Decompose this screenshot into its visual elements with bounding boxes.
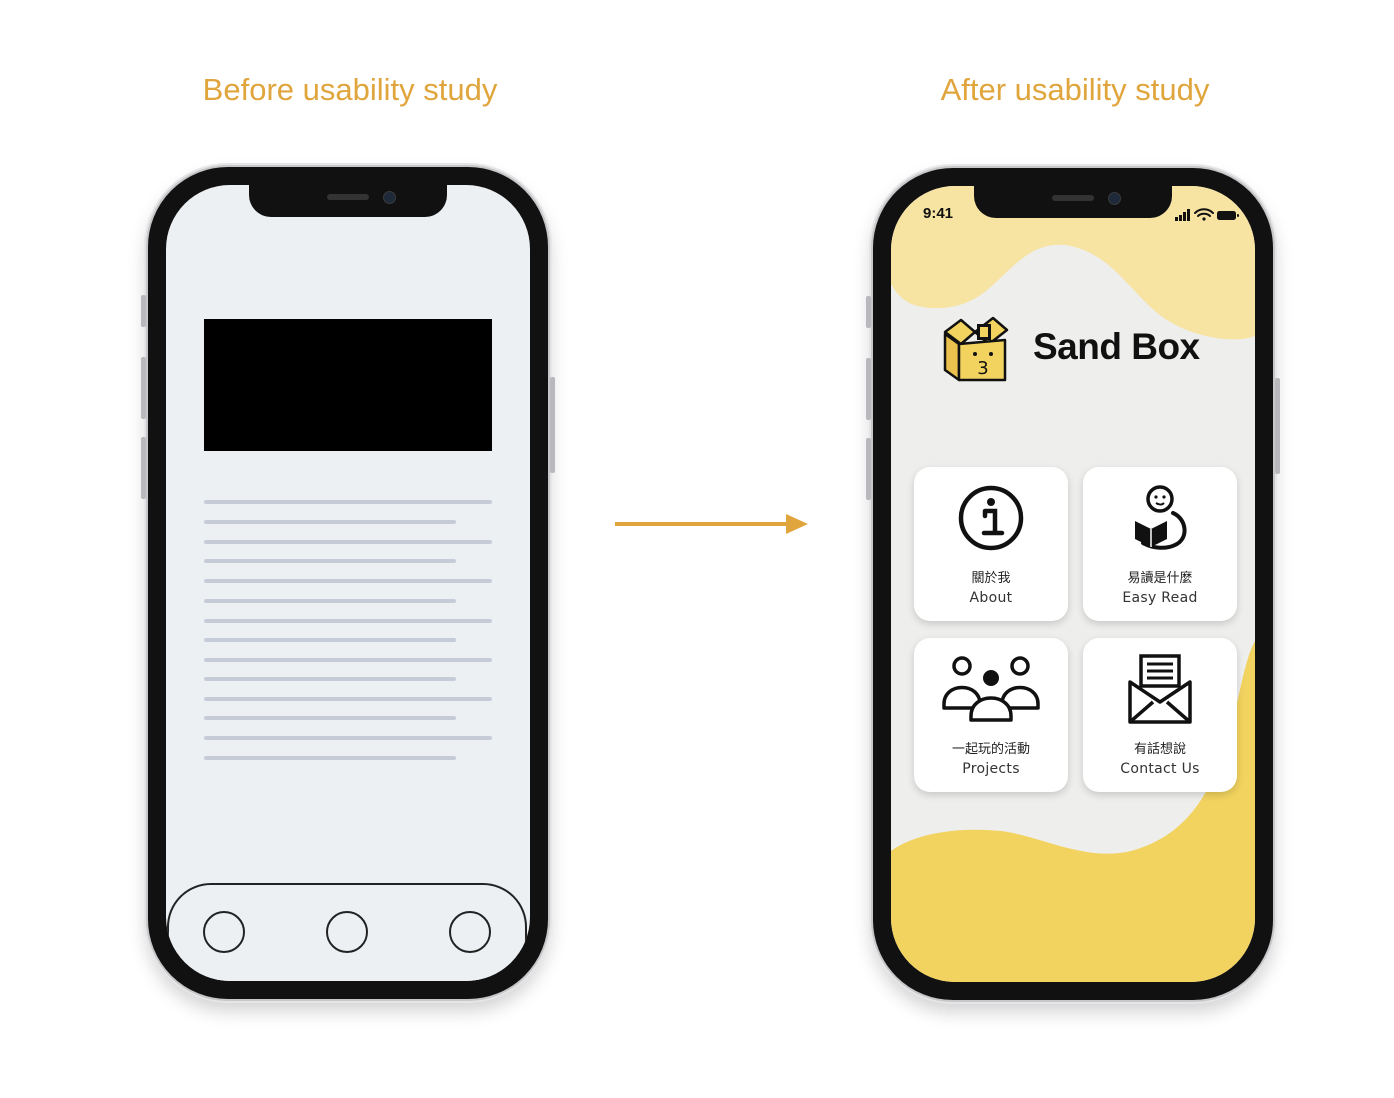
wireframe-text-line	[204, 540, 492, 544]
wireframe-phone	[141, 165, 555, 1001]
menu-card-label-zh: 關於我	[971, 571, 1011, 586]
menu-card-easy-read[interactable]: 易讀是什麼 Easy Read	[1083, 467, 1237, 621]
status-bar-icons	[1175, 208, 1239, 221]
volume-up-button	[141, 357, 146, 419]
wireframe-text-line	[204, 579, 492, 583]
wireframe-text-line	[204, 619, 492, 623]
status-time: 9:41	[923, 205, 954, 222]
mute-switch	[141, 295, 146, 327]
sandbox-logo-icon: 3	[943, 316, 1009, 382]
menu-card-label-zh: 一起玩的活動	[951, 742, 1030, 757]
volume-up-button	[866, 358, 871, 420]
menu-card-label-zh: 有話想說	[1133, 742, 1186, 757]
wireframe-text-line	[204, 638, 456, 642]
wireframe-text-line	[204, 520, 456, 524]
wireframe-text-line	[204, 658, 492, 662]
wireframe-text-line	[204, 500, 492, 504]
wireframe-text-line	[204, 756, 456, 760]
camera-icon	[1108, 192, 1121, 205]
group-people-icon	[942, 656, 1040, 722]
wireframe-text-line	[204, 559, 456, 563]
brand-title: Sand Box	[1033, 326, 1200, 367]
wireframe-text-line	[204, 716, 456, 720]
wireframe-screen	[166, 185, 530, 981]
menu-card-projects[interactable]: 一起玩的活動 Projects	[914, 638, 1068, 792]
notch	[249, 185, 447, 217]
menu-card-about[interactable]: 關於我 About	[914, 467, 1068, 621]
speaker-grille	[1052, 195, 1094, 201]
wireframe-text-line	[204, 736, 492, 740]
notch	[974, 186, 1172, 218]
before-caption: Before usability study	[202, 72, 498, 107]
wireframe-text-line	[204, 697, 492, 701]
after-caption: After usability study	[940, 72, 1210, 107]
reading-person-icon	[1135, 485, 1187, 550]
menu-card-contact-us[interactable]: 有話想說 Contact Us	[1083, 638, 1237, 792]
arrow-right-icon	[786, 514, 808, 534]
camera-icon	[383, 191, 396, 204]
wireframe-tab-button-2[interactable]	[326, 911, 368, 953]
volume-down-button	[866, 438, 871, 500]
speaker-grille	[327, 194, 369, 200]
menu-card-label-en: Easy Read	[1122, 590, 1198, 606]
info-icon	[958, 485, 1024, 551]
menu-card-label-en: Contact Us	[1120, 761, 1200, 777]
app-screen: 9:41	[891, 186, 1255, 982]
power-button	[550, 377, 555, 473]
menu-card-label-en: Projects	[962, 761, 1020, 777]
wireframe-text-line	[204, 677, 456, 681]
wireframe-tab-button-1[interactable]	[203, 911, 245, 953]
background-wave-shapes	[891, 186, 1255, 982]
wireframe-tab-bar	[167, 883, 527, 981]
menu-card-label-zh: 易讀是什麼	[1127, 571, 1193, 586]
menu-card-label-en: About	[969, 590, 1013, 606]
wireframe-banner-placeholder	[204, 319, 492, 451]
wireframe-text-line	[204, 599, 456, 603]
power-button	[1275, 378, 1280, 474]
volume-down-button	[141, 437, 146, 499]
wifi-icon	[1194, 208, 1214, 221]
cellular-signal-icon	[1175, 209, 1190, 221]
arrow-line	[615, 522, 787, 526]
logo-digit: 3	[977, 358, 988, 379]
app-phone: 9:41	[866, 166, 1280, 1002]
battery-icon	[1217, 211, 1239, 220]
wireframe-tab-button-3[interactable]	[449, 911, 491, 953]
envelope-icon	[1128, 654, 1192, 724]
mute-switch	[866, 296, 871, 328]
